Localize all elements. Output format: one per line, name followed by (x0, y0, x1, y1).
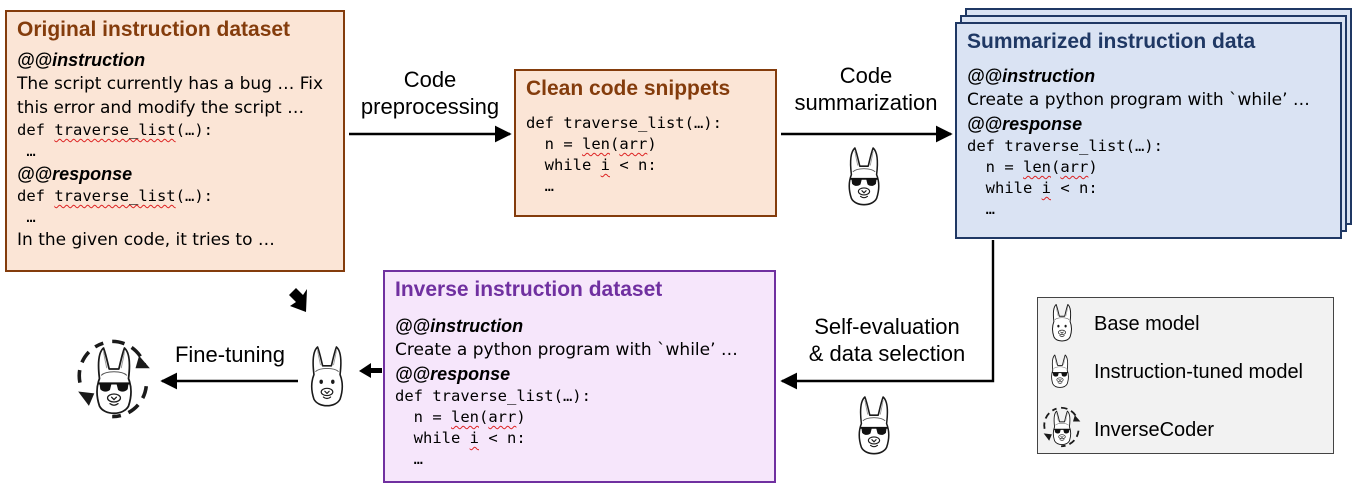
inversecoder-llama-icon (76, 339, 152, 419)
inverse-dataset-box: Inverse instruction dataset @@instructio… (383, 270, 776, 483)
clean-code-line1: def traverse_list(…): (526, 114, 722, 132)
base-llama-icon (310, 346, 344, 407)
instruction-tuned-llama-icon (858, 396, 890, 455)
inverse-code-line1: def traverse_list(…): (395, 387, 591, 405)
inverse-code-line3: while i < n: (395, 429, 526, 447)
summarized-data-box: Summarized instruction data @@instructio… (955, 22, 1342, 239)
clean-code-line2: n = len(arr) (526, 135, 657, 153)
clean-code-title: Clean code snippets (526, 77, 731, 100)
summarized-code-line1: def traverse_list(…): (967, 137, 1163, 155)
summarized-code-line4: … (967, 200, 995, 218)
instruction-tuned-llama-icon (848, 147, 880, 206)
block-arrow-left (359, 363, 382, 378)
original-dataset-box: Original instruction dataset @@instructi… (5, 10, 345, 272)
legend-base-llama-icon (1052, 304, 1072, 342)
clean-code-line3: while i < n: (526, 156, 657, 174)
original-dataset-title: Original instruction dataset (17, 18, 291, 41)
inverse-instruction-tag: @@instruction (395, 316, 524, 336)
original-response-tag: @@response (17, 164, 133, 184)
code-preprocessing-label: Code preprocessing (360, 67, 500, 119)
inverse-dataset-title: Inverse instruction dataset (395, 278, 663, 301)
clean-code-line4: … (526, 177, 554, 195)
inverse-response-tag: @@response (395, 364, 511, 384)
legend-base-model: Base model (1094, 313, 1200, 335)
original-code-line1: def traverse_list(…): (17, 121, 213, 139)
summarized-code-line2: n = len(arr) (967, 158, 1098, 176)
legend-instruction-tuned-llama-icon (1051, 354, 1069, 388)
legend-instruction-tuned-model: Instruction-tuned model (1094, 361, 1304, 383)
clean-code-box: Clean code snippets def traverse_list(…)… (514, 69, 777, 217)
inverse-code-line2: n = len(arr) (395, 408, 526, 426)
summarized-data-title: Summarized instruction data (967, 30, 1256, 53)
original-resp-code-line1: def traverse_list(…): (17, 187, 213, 205)
summarized-instruction-text: Create a python program with `while’ … (967, 90, 1310, 110)
legend-inversecoder: InverseCoder (1094, 419, 1215, 441)
legend-inversecoder-icon (1042, 406, 1082, 448)
code-summarization-label: Code summarization (794, 63, 938, 115)
original-response-text: In the given code, it tries to … (17, 230, 275, 250)
legend-box: Base model Instruction-tuned model Inver… (1037, 297, 1334, 454)
original-resp-code-line2: … (17, 208, 36, 226)
inverse-code-line4: … (395, 450, 423, 468)
original-instruction-tag: @@instruction (17, 50, 146, 70)
inverse-instruction-text: Create a python program with `while’ … (395, 340, 738, 360)
original-instruction-line1: The script currently has a bug … Fix (17, 74, 324, 94)
summarized-code-line3: while i < n: (967, 179, 1098, 197)
self-evaluation-label: Self-evaluation & data selection (808, 314, 966, 366)
summarized-response-tag: @@response (967, 114, 1083, 134)
fine-tuning-label: Fine-tuning (174, 342, 286, 367)
original-instruction-line2: this error and modify the script … (17, 98, 305, 118)
arrow-selfeval (780, 240, 995, 390)
summarized-instruction-tag: @@instruction (967, 66, 1096, 86)
block-arrow-down (289, 288, 307, 312)
original-code-line2: … (17, 142, 36, 160)
